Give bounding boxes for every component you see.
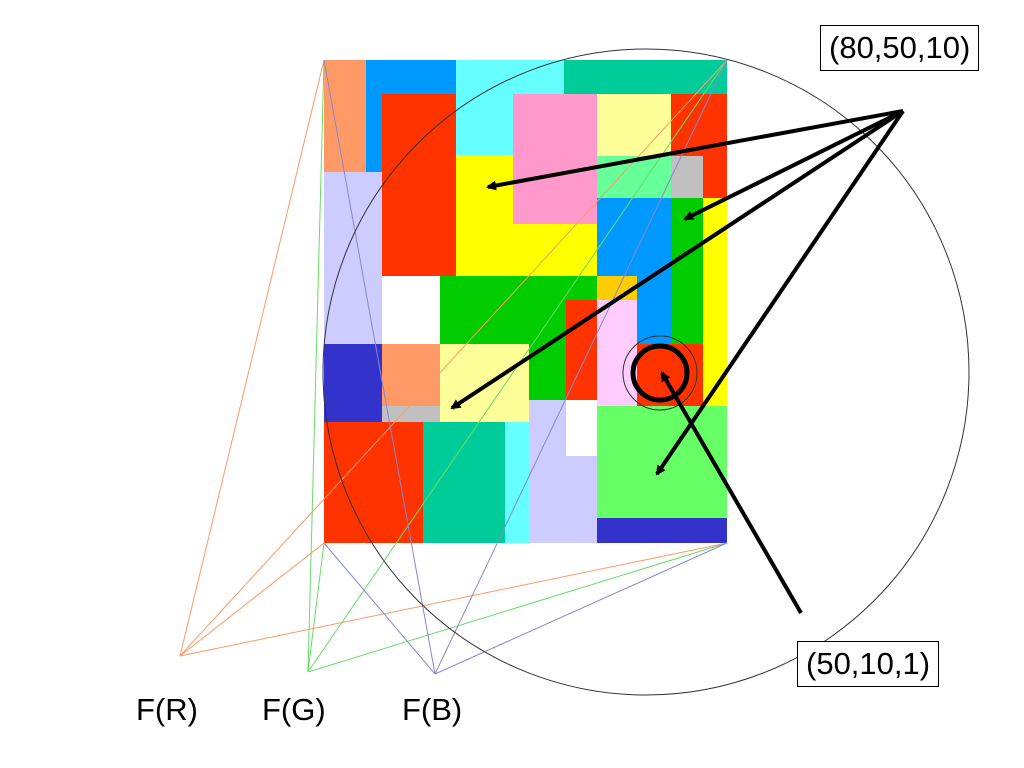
tile-yellow-big: [456, 155, 513, 276]
tile-darkblue-left: [324, 344, 382, 422]
mosaic-image: [324, 60, 727, 543]
coordinate-label-top: (80,50,10): [820, 25, 980, 71]
arrow-to-green: [683, 109, 904, 221]
tile-salmon-mid: [382, 344, 440, 406]
tile-white: [382, 276, 440, 344]
tile-white-small: [566, 400, 597, 456]
arrow-to-brightgreen: [655, 109, 905, 476]
tile-yellow-mid: [513, 224, 597, 276]
f-g-label: F(G): [262, 692, 326, 727]
arrow-to-yellow: [486, 109, 904, 191]
tile-lightgreen: [597, 156, 671, 198]
tile-darkblue-bottom: [597, 518, 727, 543]
tile-lightpink: [597, 300, 637, 406]
tile-orange: [597, 276, 637, 300]
tile-lightyellow-top: [597, 94, 671, 156]
tile-lightyellow-mid: [440, 344, 529, 422]
tile-lavender-left: [324, 172, 382, 344]
tile-brightgreen: [597, 406, 727, 518]
tile-pink: [513, 94, 597, 224]
arrows-top: [450, 109, 905, 476]
coordinate-label-bottom: (50,10,1): [797, 641, 940, 687]
tile-red-bottom: [324, 422, 423, 543]
arrow-to-lightyellow: [450, 109, 905, 410]
large-neighborhood-circle: [322, 48, 970, 696]
tile-salmon-top: [324, 60, 366, 172]
arrow-to-small-circle: [660, 371, 803, 615]
f-b-label: F(B): [402, 692, 463, 727]
tile-teal-bottom: [423, 422, 505, 543]
tile-cyan-bottom: [505, 422, 529, 543]
tile-gray-bottom: [382, 406, 440, 422]
tile-red-tall: [382, 94, 456, 276]
small-inner-circle: [630, 343, 690, 403]
tile-green-right: [671, 198, 703, 344]
small-outer-circle: [622, 335, 698, 411]
f-r-label: F(R): [136, 692, 198, 727]
projection-lines-blue: [323, 59, 728, 675]
tile-teal-top: [564, 60, 727, 95]
tile-blue-narrow: [637, 276, 671, 344]
tile-gray-small: [671, 156, 703, 198]
tile-blue-mid: [597, 198, 671, 276]
